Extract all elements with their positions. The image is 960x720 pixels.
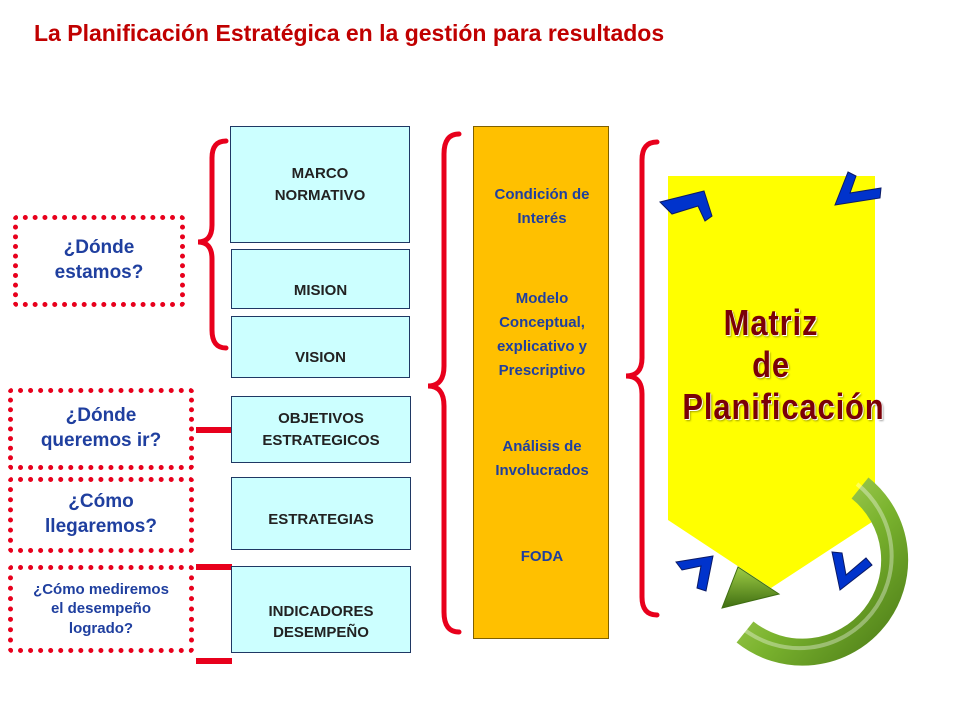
cycle-arrow-icon (721, 477, 909, 666)
chevron-icon (834, 171, 882, 206)
matrix-line: Matriz (723, 302, 819, 343)
connector-bar (196, 427, 232, 433)
question-line: ¿Dónde (63, 237, 135, 259)
component-estrategias: ESTRATEGIAS (231, 477, 411, 550)
question-how-to-measure: ¿Cómo mediremos el desempeño logrado? (8, 565, 194, 653)
chevron-icon (831, 551, 873, 591)
component-mision: MISION (231, 249, 410, 309)
component-label: INDICADORES DESEMPEÑO (268, 602, 374, 642)
component-label: MISION (293, 282, 348, 300)
chevron-icon (675, 555, 714, 592)
component-indicadores-desempeno: INDICADORES DESEMPEÑO (231, 566, 411, 653)
matrix-label: Matriz de Planificación (682, 302, 885, 427)
component-label: ESTRATEGIAS (268, 511, 374, 529)
question-line: ¿Dónde (65, 405, 137, 427)
connector-bar (196, 564, 232, 570)
component-objetivos-estrategicos: OBJETIVOS ESTRATEGICOS (231, 396, 411, 463)
chevron-icon (659, 190, 713, 222)
question-line: ¿Cómo (68, 491, 134, 513)
question-line: queremos ir? (40, 430, 162, 451)
tool-condicion-interes: Condición de Interés (494, 186, 590, 227)
matrix-arrow-shape (668, 176, 875, 588)
component-vision: VISION (231, 316, 410, 378)
question-line: el desempeño (50, 600, 152, 618)
component-label: VISION (295, 349, 346, 367)
component-label: OBJETIVOS ESTRATEGICOS (262, 409, 380, 449)
question-line: estamos? (54, 262, 144, 283)
question-line: llegaremos? (45, 516, 157, 537)
brace-icon (625, 139, 660, 618)
brace-icon (427, 131, 462, 635)
question-where-to-go: ¿Dónde queremos ir? (8, 388, 194, 470)
component-marco-normativo: MARCO NORMATIVO (230, 126, 410, 243)
question-line: ¿Cómo mediremos (33, 580, 169, 598)
tool-modelo-conceptual: Modelo Conceptual, explicativo y Prescri… (496, 290, 588, 379)
question-how-to-get-there: ¿Cómo llegaremos? (8, 477, 194, 553)
component-label: MARCO NORMATIVO (274, 164, 366, 204)
tool-foda: FODA (520, 548, 564, 565)
connector-bar (196, 658, 232, 664)
page-title: La Planificación Estratégica en la gesti… (34, 20, 665, 46)
question-where-are-we: ¿Dónde estamos? (13, 215, 185, 307)
brace-icon (197, 138, 229, 351)
tool-analisis-involucrados: Análisis de Involucrados (495, 438, 589, 479)
matrix-line: de (752, 343, 790, 385)
question-line: logrado? (68, 619, 134, 637)
tools-panel: Condición de Interés Modelo Conceptual, … (473, 126, 609, 639)
matrix-line: Planificación (682, 385, 885, 427)
